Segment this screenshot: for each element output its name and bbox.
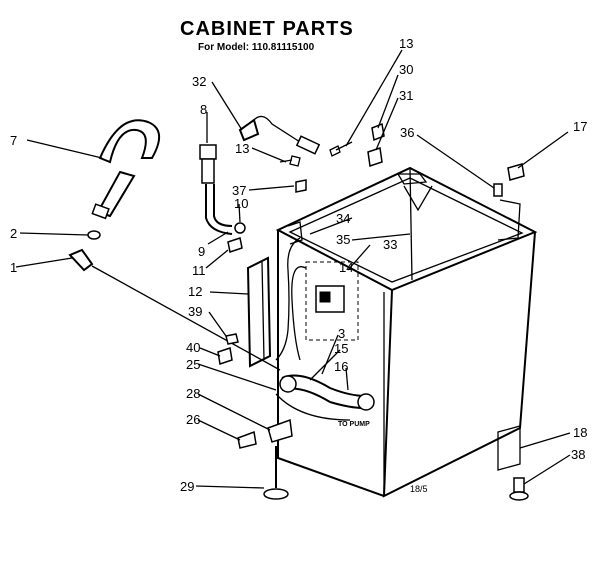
part-40-clip <box>217 347 233 365</box>
callout-39: 39 <box>188 304 202 319</box>
part-31-clip <box>367 147 383 167</box>
callout-14: 14 <box>339 260 353 275</box>
leader-lines <box>15 49 571 489</box>
part-33-switch-assembly <box>291 261 359 361</box>
part-17-bracket <box>507 163 525 181</box>
callout-2: 2 <box>10 226 17 241</box>
part-7-hose <box>91 119 160 220</box>
callout-26: 26 <box>186 412 200 427</box>
cabinet <box>275 166 538 498</box>
callout-34: 34 <box>336 211 350 226</box>
callout-10: 10 <box>234 196 248 211</box>
model-subtitle: For Model: 110.81115100 <box>198 42 315 53</box>
callout-8: 8 <box>200 102 207 117</box>
callout-16: 16 <box>334 359 348 374</box>
part-26-clip <box>237 430 257 449</box>
callout-32: 32 <box>192 74 206 89</box>
part-16-drain-hose <box>275 374 375 421</box>
part-13-screw-top <box>329 141 353 157</box>
callout-12: 12 <box>188 284 202 299</box>
drawing-code: 18/5 <box>410 484 428 494</box>
callout-30: 30 <box>399 62 413 77</box>
callout-38: 38 <box>571 447 585 462</box>
callout-9: 9 <box>198 244 205 259</box>
to-pump-label: TO PUMP <box>338 421 370 428</box>
part-13-screw <box>279 155 301 167</box>
callout-numbers: 13 30 31 36 17 32 8 7 13 37 10 34 35 33 … <box>10 36 587 494</box>
diagram-title: CABINET PARTS <box>180 18 354 40</box>
callout-18: 18 <box>573 425 587 440</box>
part-8-fitting <box>199 144 233 235</box>
part-2-clamp <box>87 230 101 240</box>
callout-36: 36 <box>400 125 414 140</box>
part-12-panel <box>246 256 272 368</box>
callout-31: 31 <box>399 88 413 103</box>
callout-11: 11 <box>192 263 206 278</box>
callout-29: 29 <box>180 479 194 494</box>
part-38-leg <box>509 477 529 501</box>
part-10-fitting <box>234 222 246 234</box>
part-1-elbow <box>68 248 94 272</box>
callout-1: 1 <box>10 260 17 275</box>
part-29-leg <box>263 446 289 500</box>
callout-7: 7 <box>10 133 17 148</box>
callout-33: 33 <box>383 237 397 252</box>
wiring-harness <box>275 237 301 361</box>
callout-37: 37 <box>232 183 246 198</box>
callout-28: 28 <box>186 386 200 401</box>
part-39-clip <box>225 333 239 345</box>
part-32-cord <box>238 115 321 155</box>
part-36-bolt <box>493 183 503 197</box>
callout-3: 3 <box>338 326 345 341</box>
callout-17: 17 <box>573 119 587 134</box>
part-18-bracket <box>497 425 521 471</box>
part-28-bracket <box>267 418 293 443</box>
callout-13-top: 13 <box>399 36 413 51</box>
callout-13-mid: 13 <box>235 141 249 156</box>
part-37-clip <box>295 179 307 193</box>
part-11-clamp <box>227 237 243 253</box>
callout-25: 25 <box>186 357 200 372</box>
callout-15: 15 <box>334 341 348 356</box>
callout-40: 40 <box>186 340 200 355</box>
callout-35: 35 <box>336 232 350 247</box>
